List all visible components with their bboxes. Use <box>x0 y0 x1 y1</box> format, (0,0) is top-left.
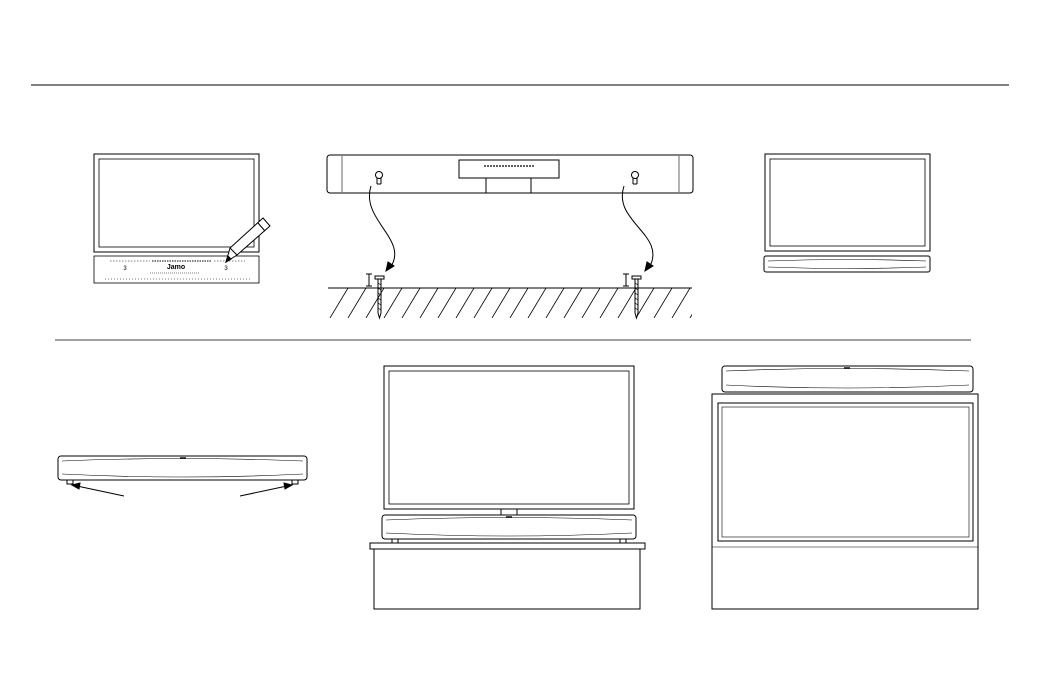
tv-cabinet <box>712 394 978 609</box>
tv-outline <box>94 154 259 252</box>
arrow-head-right-icon <box>284 483 292 489</box>
furniture-cabinet <box>370 543 645 609</box>
rubber-foot-left <box>67 480 73 484</box>
arrow-head-right-icon <box>645 262 653 271</box>
panel-soundbar-on-cabinet-top <box>712 366 978 609</box>
panel-wall-mount <box>327 155 708 318</box>
panel-wall-mounted-result <box>764 154 930 272</box>
pencil-icon <box>226 218 270 262</box>
arrow-curve-left <box>369 186 394 268</box>
screw-left-icon <box>366 274 384 318</box>
keyhole-left-icon <box>376 172 383 185</box>
arrow-right-line <box>240 486 287 496</box>
screw-right-icon <box>623 274 641 318</box>
soundbar-front-view <box>722 366 973 392</box>
keyhole-right-icon <box>632 172 639 185</box>
template-mark-left: 3 <box>123 266 127 272</box>
tv-outline <box>384 366 634 515</box>
soundbar-front-view <box>382 515 636 543</box>
panel-template-marking: Jamo 3 3 <box>94 154 270 283</box>
soundbar-front-view <box>764 256 930 272</box>
tv-outline <box>765 154 930 251</box>
rubber-foot-right <box>292 480 298 484</box>
panel-rubber-feet <box>58 456 307 496</box>
arrow-curve-right <box>622 186 653 268</box>
soundbar-front-view <box>58 456 307 480</box>
template-mark-right: 3 <box>224 266 228 272</box>
panel-soundbar-on-furniture <box>370 366 645 609</box>
wall-hatching <box>328 288 708 318</box>
arrow-left-line <box>77 486 124 496</box>
template-brand-logo: Jamo <box>167 264 185 271</box>
